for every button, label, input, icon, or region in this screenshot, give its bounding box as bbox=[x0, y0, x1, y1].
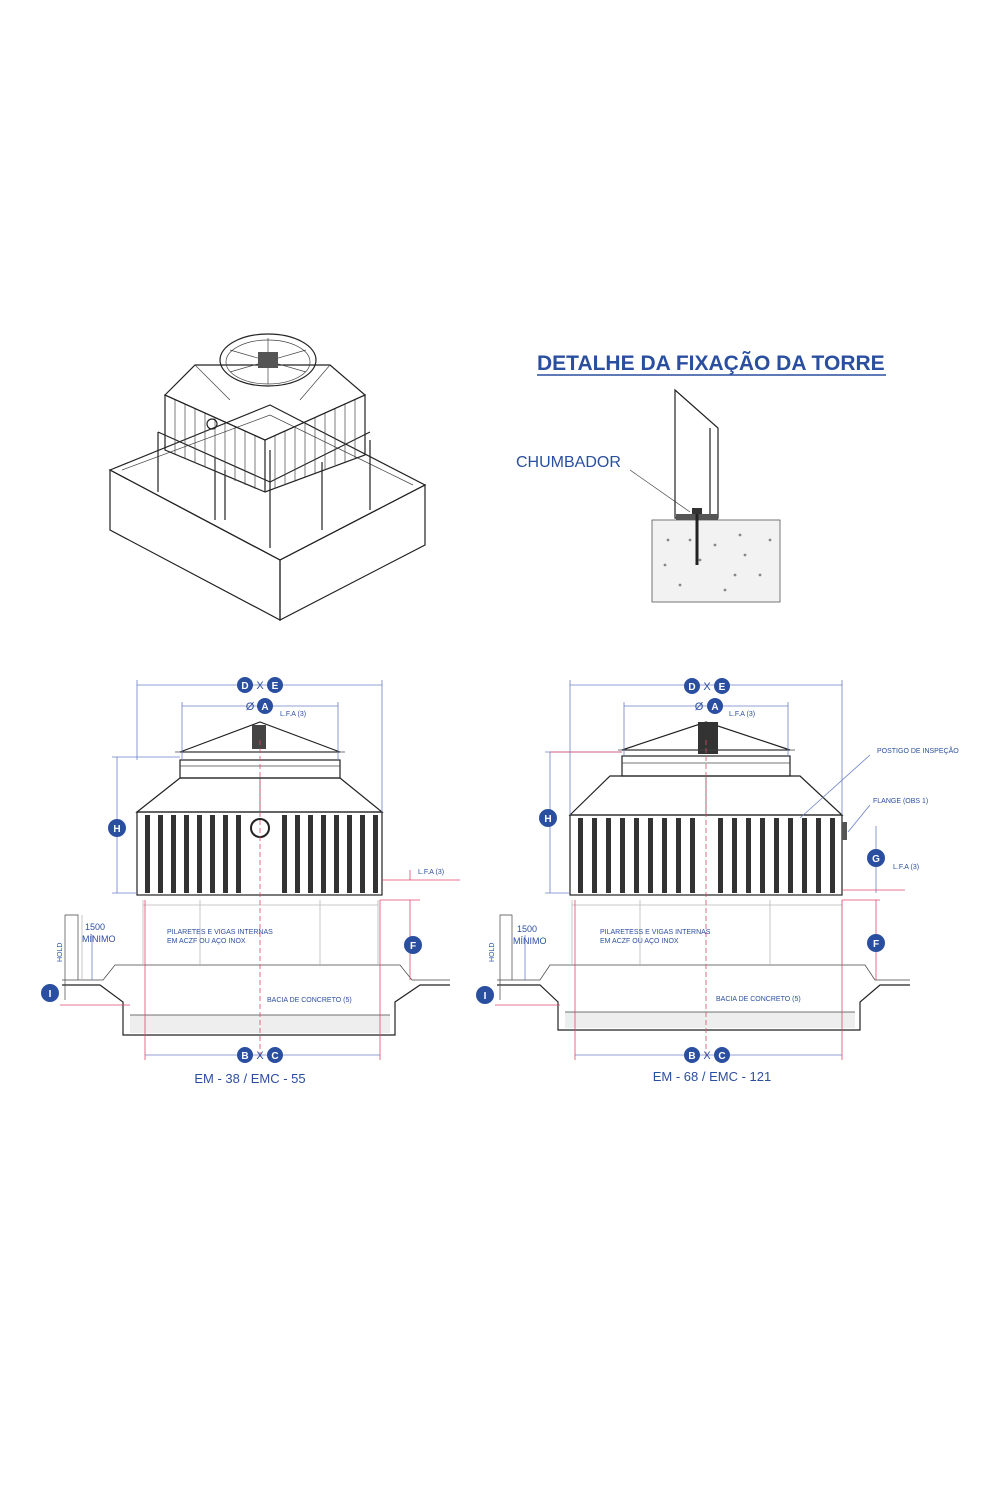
dim-h: H bbox=[108, 819, 126, 837]
dim-b-x-c: B X C bbox=[684, 1047, 730, 1063]
lfa-side-label: L.F.A (3) bbox=[418, 869, 444, 876]
detail-title: DETALHE DA FIXAÇÃO DA TORRE bbox=[537, 352, 885, 375]
min-value: 1500 bbox=[85, 922, 105, 932]
svg-text:C: C bbox=[718, 1051, 725, 1062]
hold-label: HOLD bbox=[489, 943, 496, 962]
min-label: MÍNIMO bbox=[513, 936, 547, 946]
right-elevation: D X E Ø A L.F.A (3) H POSTIGO DE INSPEÇÃ… bbox=[476, 678, 959, 1084]
svg-text:A: A bbox=[711, 702, 718, 713]
structure-note-2: EM ACZF OU AÇO INOX bbox=[167, 938, 246, 945]
svg-text:F: F bbox=[410, 941, 416, 952]
concrete-block bbox=[651, 519, 781, 603]
dim-f: F bbox=[404, 936, 422, 954]
lfa-top-label: L.F.A (3) bbox=[280, 711, 306, 718]
flange-label: FLANGE (OBS 1) bbox=[873, 798, 928, 805]
dim-b-x-c: B X C bbox=[237, 1047, 283, 1063]
svg-text:A: A bbox=[261, 702, 268, 713]
min-value: 1500 bbox=[517, 924, 537, 934]
dim-i: I bbox=[41, 984, 59, 1002]
svg-text:D: D bbox=[688, 682, 695, 693]
anchor-label: CHUMBADOR bbox=[516, 454, 621, 471]
model-caption: EM - 68 / EMC - 121 bbox=[653, 1069, 771, 1084]
svg-text:X: X bbox=[703, 681, 711, 693]
dim-d-x-e: D X E bbox=[684, 678, 730, 694]
basin-label: BACIA DE CONCRETO (5) bbox=[716, 996, 801, 1003]
svg-text:I: I bbox=[49, 989, 52, 1000]
svg-text:Ø: Ø bbox=[695, 701, 704, 713]
lfa-top-label: L.F.A (3) bbox=[729, 711, 755, 718]
svg-text:X: X bbox=[703, 1050, 711, 1062]
svg-text:E: E bbox=[272, 681, 279, 692]
svg-text:Ø: Ø bbox=[246, 701, 255, 713]
svg-text:B: B bbox=[688, 1051, 695, 1062]
svg-text:E: E bbox=[719, 682, 726, 693]
svg-text:C: C bbox=[271, 1051, 278, 1062]
min-label: MÍNIMO bbox=[82, 934, 116, 944]
svg-text:X: X bbox=[256, 680, 264, 692]
svg-text:D: D bbox=[241, 681, 248, 692]
inspection-label: POSTIGO DE INSPEÇÃO bbox=[877, 746, 959, 755]
structure-note-2: EM ACZF OU AÇO INOX bbox=[600, 938, 679, 945]
structure-note-1: PILARETESS E VIGAS INTERNAS bbox=[600, 929, 711, 936]
dim-diameter-a: Ø A bbox=[246, 698, 273, 714]
dim-i: I bbox=[476, 986, 494, 1004]
left-elevation: D X E Ø A L.F.A (3) H L.F.A (3) F I HOLD… bbox=[41, 677, 460, 1086]
svg-text:H: H bbox=[113, 824, 120, 835]
dim-g: G bbox=[867, 849, 885, 867]
svg-text:B: B bbox=[241, 1051, 248, 1062]
dim-f: F bbox=[867, 934, 885, 952]
dim-d-x-e: D X E bbox=[237, 677, 283, 693]
dim-diameter-a: Ø A bbox=[695, 698, 723, 714]
dim-h: H bbox=[539, 809, 557, 827]
svg-text:H: H bbox=[544, 814, 551, 825]
basin-label: BACIA DE CONCRETO (5) bbox=[267, 997, 352, 1004]
svg-text:G: G bbox=[872, 854, 880, 865]
svg-text:F: F bbox=[873, 939, 879, 950]
isometric-tower-view bbox=[108, 333, 427, 621]
model-caption: EM - 38 / EMC - 55 bbox=[194, 1071, 305, 1086]
structure-note-1: PILARETES E VIGAS INTERNAS bbox=[167, 929, 273, 936]
fixing-detail: DETALHE DA FIXAÇÃO DA TORRE CHUMBADOR bbox=[516, 352, 886, 603]
svg-text:X: X bbox=[256, 1050, 264, 1062]
hold-label: HOLD bbox=[57, 943, 64, 962]
svg-text:I: I bbox=[484, 991, 487, 1002]
lfa-side-label: L.F.A (3) bbox=[893, 864, 919, 871]
